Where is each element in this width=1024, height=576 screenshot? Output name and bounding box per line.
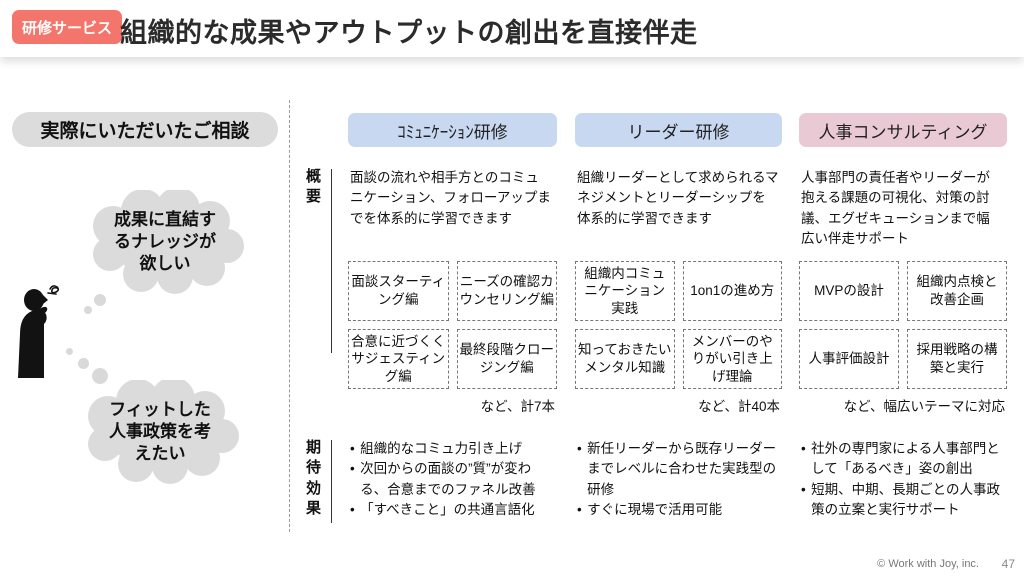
- column-overview: 人事部門の責任者やリーダーが抱える課題の可視化、対策の討議、エグゼキューションま…: [801, 170, 990, 246]
- column-header: ｺﾐｭﾆｹｰｼｮﾝ研修: [348, 113, 557, 147]
- page-number: 47: [1001, 557, 1015, 571]
- thought-bubble-1: 成果に直結するナレッジが欲しい: [85, 190, 245, 294]
- course-box: MVPの設計: [799, 261, 899, 321]
- course-box: 面談スターティング編: [348, 261, 449, 321]
- thought-bubble-2: フィットした人事政策を考えたい: [80, 380, 240, 484]
- expected-effects-list: 組織的なコミュ力引き上げ 次回からの面談の”質”が変わる、合意までのファネル改善…: [350, 439, 554, 520]
- course-box: メンバーのやりがい引き上げ理論: [682, 329, 782, 389]
- thought-text: フィットした人事政策を考えたい: [109, 399, 211, 464]
- course-grid: MVPの設計 組織内点検と改善企画 人事評価設計 採用戦略の構築と実行: [799, 261, 1007, 389]
- slide-header: [0, 0, 1024, 57]
- effect-item: 短期、中期、長期ごとの人事政策の立案と実行サポート: [801, 480, 1005, 521]
- category-badge: 研修サービス: [12, 10, 123, 44]
- thinking-person-icon: [18, 285, 60, 378]
- column-overview: 面談の流れや相手方とのコミュニケーション、フォローアップまでを体系的に学習できま…: [350, 170, 551, 226]
- course-box: 人事評価設計: [799, 329, 899, 389]
- effect-item: 組織的なコミュ力引き上げ: [350, 439, 554, 460]
- course-box: 1on1の進め方: [682, 261, 782, 321]
- course-count-note: など、計40本: [698, 399, 780, 414]
- column-header: 人事コンサルティング: [799, 113, 1007, 147]
- thought-cloud-icon: [88, 380, 239, 484]
- row-label-rule: [331, 169, 332, 353]
- course-grid: 面談スターティング編 ニーズの確認カウンセリング編 合意に近づくくサジェスティン…: [348, 261, 557, 389]
- course-grid: 組織内コミュニケーション実践 1on1の進め方 知っておきたいメンタル知識 メン…: [575, 261, 782, 389]
- effect-item: すぐに現場で活用可能: [577, 500, 781, 521]
- effect-item: 次回からの面談の”質”が変わる、合意までのファネル改善: [350, 459, 554, 500]
- thought-text: 成果に直結するナレッジが欲しい: [114, 209, 216, 274]
- vertical-dashed-divider: [289, 100, 290, 532]
- left-panel-heading: 実際にいただいたご相談: [12, 112, 278, 147]
- course-box: 採用戦略の構築と実行: [907, 329, 1007, 389]
- course-box: 組織内点検と改善企画: [907, 261, 1007, 321]
- effect-item: 社外の専門家による人事部門として「あるべき」姿の創出: [801, 439, 1005, 480]
- column-overview: 組織リーダーとして求められるマネジメントとリーダーシップを体系的に学習できます: [577, 170, 779, 226]
- thought-dot: [92, 368, 108, 384]
- page-title: 組織的な成果やアウトプットの創出を直接伴走: [120, 18, 698, 48]
- scribble-icon: [47, 285, 60, 295]
- course-box: ニーズの確認カウンセリング編: [456, 261, 557, 321]
- course-box: 最終段階クロージング編: [456, 329, 557, 389]
- column-hr-consulting: 人事コンサルティング 人事部門の責任者やリーダーが抱える課題の可視化、対策の討議…: [799, 113, 1007, 533]
- course-box: 組織内コミュニケーション実践: [575, 261, 675, 321]
- row-label-rule: [331, 440, 332, 523]
- thought-cloud-icon: [93, 190, 244, 294]
- course-box: 知っておきたいメンタル知識: [575, 329, 675, 389]
- course-count-note: など、幅広いテーマに対応: [843, 399, 1005, 414]
- row-label-effects: 期待効果: [306, 439, 322, 517]
- expected-effects-list: 新任リーダーから既存リーダーまでレベルに合わせた実践型の研修 すぐに現場で活用可…: [577, 439, 781, 520]
- copyright-text: © Work with Joy, inc.: [877, 558, 979, 570]
- column-header: リーダー研修: [575, 113, 782, 147]
- thought-dot: [66, 348, 73, 355]
- course-count-note: など、計7本: [480, 399, 555, 414]
- expected-effects-list: 社外の専門家による人事部門として「あるべき」姿の創出 短期、中期、長期ごとの人事…: [801, 439, 1005, 520]
- course-box: 合意に近づくくサジェスティング編: [348, 329, 449, 389]
- row-label-overview: 概要: [306, 168, 322, 206]
- column-leader-training: リーダー研修 組織リーダーとして求められるマネジメントとリーダーシップを体系的に…: [575, 113, 782, 533]
- effect-item: 新任リーダーから既存リーダーまでレベルに合わせた実践型の研修: [577, 439, 781, 500]
- column-communication-training: ｺﾐｭﾆｹｰｼｮﾝ研修 面談の流れや相手方とのコミュニケーション、フォローアップ…: [348, 113, 557, 533]
- effect-item: 「すべきこと」の共通言語化: [350, 500, 554, 521]
- thought-dot: [94, 294, 106, 306]
- thought-dot: [84, 306, 92, 314]
- thought-dot: [78, 358, 89, 369]
